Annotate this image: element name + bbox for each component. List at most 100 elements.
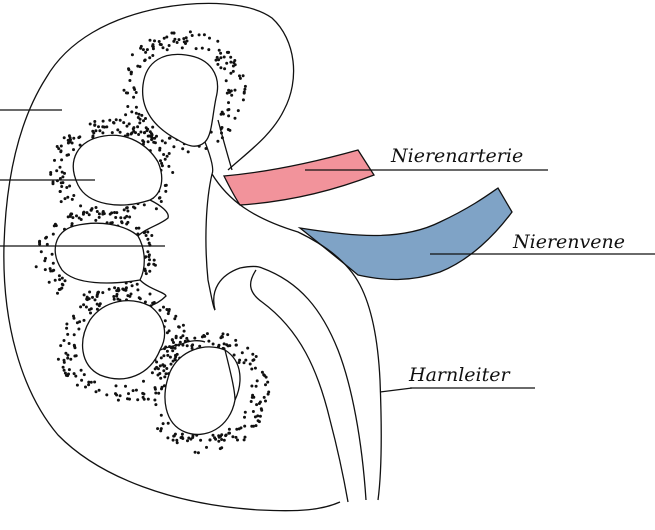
- stipple-dot: [61, 175, 64, 178]
- stipple-dot: [119, 131, 122, 134]
- stipple-dot: [115, 384, 118, 387]
- stipple-dot: [155, 135, 158, 138]
- stipple-dot: [163, 375, 166, 378]
- label-ureter: Harnleiter: [409, 366, 510, 385]
- stipple-dot: [146, 129, 149, 132]
- stipple-dot: [59, 344, 62, 347]
- stipple-dot: [149, 293, 152, 296]
- stipple-dot: [151, 137, 154, 140]
- stipple-dot: [120, 220, 123, 223]
- stipple-dot: [264, 383, 267, 386]
- stipple-dot: [250, 385, 253, 388]
- stipple-dot: [94, 129, 97, 132]
- stipple-dot: [220, 433, 223, 436]
- stipple-dot: [255, 424, 258, 427]
- calyx-top: [143, 54, 218, 146]
- stipple-dot: [225, 79, 228, 82]
- stipple-dot: [142, 380, 145, 383]
- stipple-dot: [66, 154, 69, 157]
- stipple-dot: [64, 279, 67, 282]
- stipple-dot: [176, 41, 179, 44]
- stipple-dot: [65, 186, 68, 189]
- stipple-dot: [119, 394, 122, 397]
- stipple-dot: [71, 198, 74, 201]
- stipple-dot: [256, 379, 259, 382]
- stipple-dot: [151, 126, 154, 129]
- stipple-dot: [73, 372, 76, 375]
- stipple-dot: [157, 374, 160, 377]
- stipple-dot: [166, 354, 169, 357]
- calyx-upper: [73, 135, 161, 205]
- stipple-dot: [80, 379, 83, 382]
- stipple-dot: [66, 357, 69, 360]
- stipple-dot: [223, 56, 226, 59]
- stipple-dot: [154, 367, 157, 370]
- stipple-dot: [142, 393, 145, 396]
- stipple-dot: [115, 394, 118, 397]
- stipple-dot: [166, 155, 169, 158]
- stipple-dot: [168, 152, 171, 155]
- stipple-dot: [228, 344, 231, 347]
- stipple-dot: [88, 213, 91, 216]
- stipple-dot: [223, 342, 226, 345]
- stipple-dot: [174, 357, 177, 360]
- stipple-dot: [166, 436, 169, 439]
- stipple-dot: [127, 67, 130, 70]
- stipple-dot: [85, 306, 88, 309]
- stipple-dot: [152, 43, 155, 46]
- stipple-dot: [212, 434, 215, 437]
- stipple-dot: [82, 303, 85, 306]
- stipple-dot: [60, 181, 63, 184]
- stipple-dot: [78, 320, 81, 323]
- stipple-dot: [168, 44, 171, 47]
- stipple-dot: [155, 207, 158, 210]
- stipple-dot: [45, 236, 48, 239]
- stipple-dot: [174, 315, 177, 318]
- stipple-dot: [62, 366, 65, 369]
- stipple-dot: [164, 184, 167, 187]
- stipple-dot: [181, 147, 184, 150]
- stipple-dot: [96, 303, 99, 306]
- stipple-dot: [238, 74, 241, 77]
- stipple-dot: [181, 433, 184, 436]
- stipple-dot: [65, 327, 68, 330]
- stipple-dot: [224, 434, 227, 437]
- stipple-dot: [115, 118, 118, 121]
- stipple-dot: [264, 400, 267, 403]
- stipple-dot: [59, 190, 62, 193]
- stipple-dot: [175, 439, 178, 442]
- stipple-dot: [154, 403, 157, 406]
- stipple-dot: [171, 171, 174, 174]
- stipple-dot: [98, 389, 101, 392]
- stipple-dot: [119, 119, 122, 122]
- stipple-dot: [148, 135, 151, 138]
- stipple-dot: [151, 54, 154, 57]
- stipple-dot: [123, 89, 126, 92]
- stipple-dot: [172, 145, 175, 148]
- stipple-dot: [58, 274, 61, 277]
- stipple-dot: [160, 356, 163, 359]
- stipple-dot: [71, 216, 74, 219]
- stipple-dot: [77, 136, 80, 139]
- stipple-dot: [254, 415, 257, 418]
- stipple-dot: [136, 288, 139, 291]
- stipple-dot: [242, 74, 245, 77]
- stipple-dot: [38, 241, 41, 244]
- stipple-dot: [66, 196, 69, 199]
- stipple-dot: [55, 169, 58, 172]
- stipple-dot: [132, 126, 135, 129]
- stipple-dot: [88, 297, 91, 300]
- stipple-dot: [187, 150, 190, 153]
- stipple-dot: [44, 257, 47, 260]
- stipple-dot: [158, 196, 161, 199]
- stipple-dot: [199, 439, 202, 442]
- stipple-dot: [226, 51, 229, 54]
- stipple-dot: [160, 427, 163, 430]
- pointer-line-ureter: [380, 388, 412, 392]
- stipple-dot: [221, 336, 224, 339]
- stipple-dot: [69, 358, 72, 361]
- stipple-dot: [115, 211, 118, 214]
- stipple-dot: [143, 131, 146, 134]
- renal-hilum-line: [218, 120, 232, 170]
- stipple-dot: [232, 70, 235, 73]
